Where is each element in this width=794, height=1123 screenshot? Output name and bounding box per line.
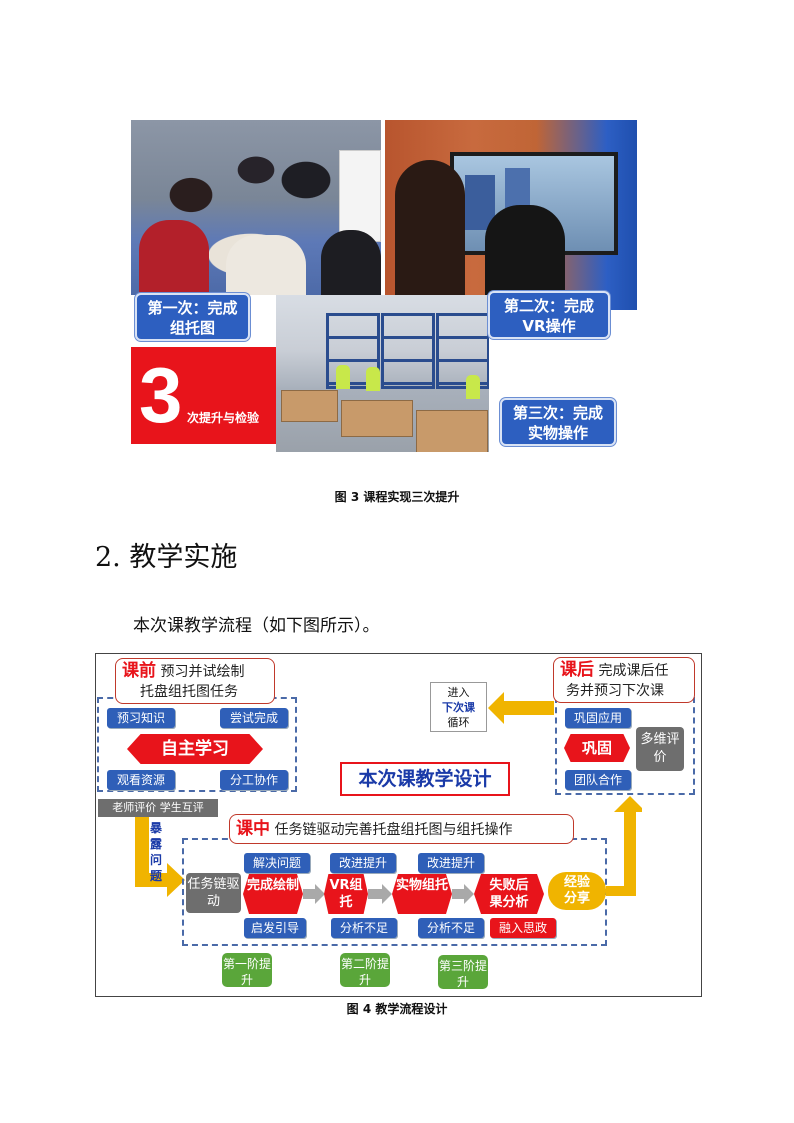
next-line3: 循环 [447, 716, 470, 729]
tag-third: 第三次：完成实物操作 [500, 398, 616, 446]
pre-class-text2: 托盘组托图任务 [140, 684, 238, 700]
warehouse-rack [381, 313, 435, 389]
big-number-label: 次提升与检验 [187, 411, 260, 425]
next-line1: 进入 [447, 686, 470, 699]
top-pill: 改进提升 [330, 853, 396, 873]
post-class-text2: 务并预习下次课 [566, 683, 664, 699]
figure4-caption: 图 4 教学流程设计 [346, 1002, 448, 1016]
cargo-box [281, 390, 338, 422]
multi-evaluation: 多维评价 [636, 727, 684, 771]
cargo-box [416, 410, 488, 452]
worker-figure [366, 367, 380, 391]
bottom-pill: 启发引导 [244, 918, 306, 938]
step-failure-analysis: 失败后果分析 [474, 874, 544, 914]
flow-diagram-frame [95, 653, 702, 997]
tag-first: 第一次：完成组托图 [135, 293, 250, 341]
top-pill: 解决问题 [244, 853, 310, 873]
pre-item: 预习知识 [107, 708, 175, 728]
whiteboard [339, 150, 381, 242]
pre-class-header: 课前 预习并试绘制 托盘组托图任务 [115, 658, 275, 704]
in-class-key: 课中 [236, 819, 270, 839]
three-times-block: 3 次提升与检验 [131, 347, 276, 444]
arrow-grey [303, 884, 325, 904]
bottom-pill: 分析不足 [418, 918, 484, 938]
photo-warehouse [276, 295, 489, 452]
post-class-header: 课后 完成课后任 务并预习下次课 [553, 657, 695, 703]
post-class-text1: 完成课后任 [598, 663, 669, 679]
pre-item: 分工协作 [220, 770, 288, 790]
step-vr: VR组托 [324, 874, 368, 914]
tag-second: 第二次：完成VR操作 [488, 291, 610, 339]
photo-vr-operation [385, 120, 637, 310]
expose-problems: 暴露问题 [150, 821, 163, 883]
student-figure [226, 235, 306, 295]
pre-item: 观看资源 [107, 770, 175, 790]
arrow-down-right-yellow [135, 817, 185, 897]
experience-share: 经验分享 [548, 872, 606, 910]
post-item: 巩固应用 [565, 708, 631, 728]
pre-class-key: 课前 [122, 661, 156, 681]
bottom-pill: 分析不足 [331, 918, 397, 938]
student-figure [395, 160, 465, 310]
top-pill: 改进提升 [418, 853, 484, 873]
cargo-box [341, 400, 413, 437]
student-figure [321, 230, 381, 295]
photo-group-drawing [131, 120, 381, 295]
worker-figure [466, 375, 480, 399]
in-class-text: 任务链驱动完善托盘组托图与组托操作 [274, 822, 513, 838]
review-label: 老师评价 学生互评 [98, 799, 218, 817]
arrow-grey [452, 884, 474, 904]
post-item: 团队合作 [565, 770, 631, 790]
pre-item: 尝试完成 [220, 708, 288, 728]
warehouse-rack [436, 313, 489, 389]
stage-two: 第二阶提升 [340, 953, 390, 987]
pre-class-text1: 预习并试绘制 [160, 664, 245, 680]
next-class-box: 进入 下次课 循环 [430, 682, 487, 732]
big-number: 3 [139, 351, 183, 439]
stage-three: 第三阶提升 [438, 955, 488, 989]
worker-figure [336, 365, 350, 389]
section-heading: 2. 教学实施 [95, 542, 238, 573]
arrow-grey [368, 884, 392, 904]
ideology-pill: 融入思政 [490, 918, 556, 938]
stage-one: 第一阶提升 [222, 953, 272, 987]
next-line2: 下次课 [442, 701, 475, 714]
consolidate-core: 巩固 [564, 734, 630, 762]
post-class-key: 课后 [560, 660, 594, 680]
arrow-left-yellow [488, 692, 554, 724]
diagram-title: 本次课教学设计 [340, 762, 510, 796]
figure3-caption: 图 3 课程实现三次提升 [334, 490, 460, 504]
self-study-core: 自主学习 [127, 734, 263, 764]
student-figure [139, 220, 209, 295]
in-class-header: 课中 任务链驱动完善托盘组托图与组托操作 [229, 814, 574, 844]
arrow-up-yellow [606, 796, 642, 896]
task-chain-driver: 任务链驱动 [186, 873, 241, 913]
step-draw: 完成绘制 [243, 874, 303, 914]
step-physical: 实物组托 [392, 874, 452, 914]
section-paragraph: 本次课教学流程（如下图所示）。 [133, 616, 380, 636]
